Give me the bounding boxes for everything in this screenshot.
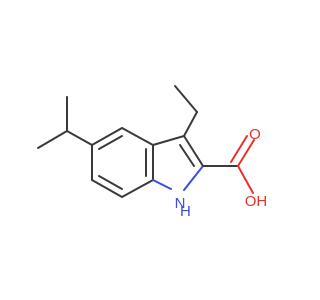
bond-ethyl-1 [183, 111, 198, 137]
bond-benzene-c7-c8 [91, 179, 123, 198]
bond-c3-c2-outer [183, 135, 204, 167]
bond-benzene-c8-c9 [121, 179, 154, 198]
atom-carbonyl-oxygen: O [249, 126, 261, 143]
bond-isopropyl-left [37, 130, 68, 149]
bond-benzene-c5-c6 [91, 127, 123, 146]
bond-ethyl-2 [174, 85, 198, 113]
bond-carbonyl-2 [230, 135, 248, 163]
bond-c2-n1 [183, 165, 204, 191]
structure-svg: O OH N H [37, 85, 268, 220]
atom-hydroxyl-oh: OH [245, 193, 268, 210]
atom-nitrogen: N [175, 195, 186, 212]
molecule-diagram: O OH N H [37, 85, 268, 220]
bond-benzene-inner-2 [98, 175, 123, 190]
bond-n1-c7a [152, 179, 172, 190]
bond-benzene-c4-c5 [121, 127, 154, 146]
bond-benzene-inner-1 [98, 135, 123, 150]
atom-nitrogen-hydrogen: H [180, 203, 191, 220]
bond-carboxyl-oh [237, 165, 254, 194]
bond-c3a-c3 [152, 135, 185, 146]
bond-c3-c2-inner [179, 144, 195, 167]
bond-isopropyl-attach [66, 130, 93, 146]
bond-carbonyl-1 [237, 139, 255, 167]
